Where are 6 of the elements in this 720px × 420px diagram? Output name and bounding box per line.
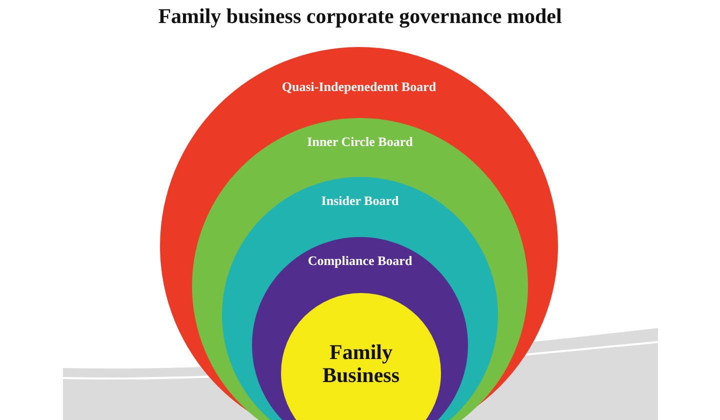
circle-label: Inner Circle Board	[306, 133, 414, 151]
circle-label: Family Business	[321, 341, 401, 387]
circle-label: Compliance Board	[306, 252, 414, 270]
circle-label: Insider Board	[320, 192, 400, 210]
diagram-title: Family business corporate governance model	[157, 4, 563, 29]
circle-label: Quasi-Indepenedemt Board	[280, 78, 438, 96]
